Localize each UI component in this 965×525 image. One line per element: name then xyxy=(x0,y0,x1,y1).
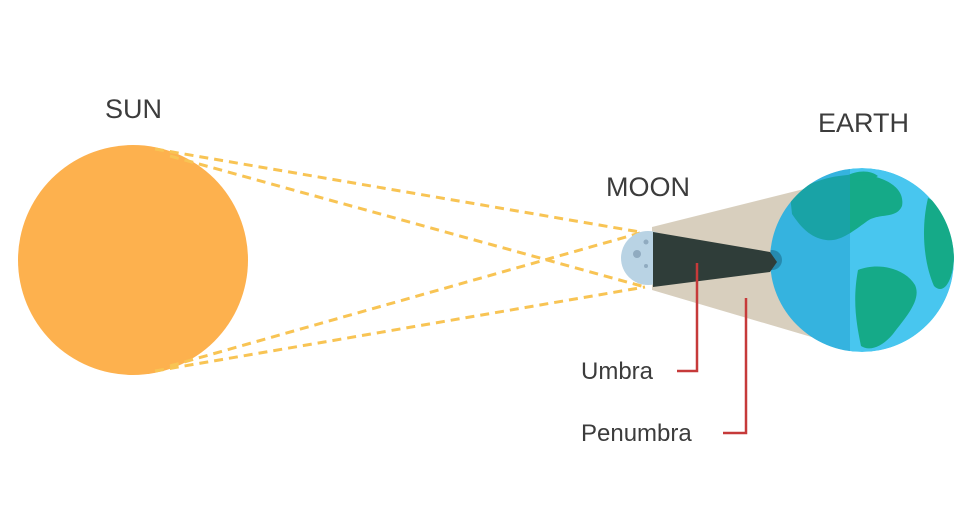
umbra-leader-line xyxy=(677,263,699,373)
sun-disk xyxy=(18,145,248,375)
umbra-cone xyxy=(653,232,777,287)
continent-north xyxy=(790,174,903,241)
moon-crater xyxy=(643,239,649,245)
ray-top-to-upper xyxy=(154,147,641,234)
moon-crater xyxy=(644,264,648,268)
island xyxy=(846,171,878,181)
penumbra-label: Penumbra xyxy=(581,420,692,447)
moon-crater xyxy=(633,250,641,258)
sun-rays xyxy=(154,147,646,373)
ray-top-to-lower xyxy=(169,154,646,289)
continent-south xyxy=(855,266,917,349)
sun-label: SUN xyxy=(105,94,162,124)
moon-label: MOON xyxy=(606,172,690,202)
earth-label: EARTH xyxy=(818,108,909,138)
penumbra-leader-line xyxy=(723,298,748,435)
ray-bottom-to-lower xyxy=(154,285,646,373)
ray-bottom-to-upper xyxy=(169,231,641,368)
umbra-label: Umbra xyxy=(581,358,654,385)
